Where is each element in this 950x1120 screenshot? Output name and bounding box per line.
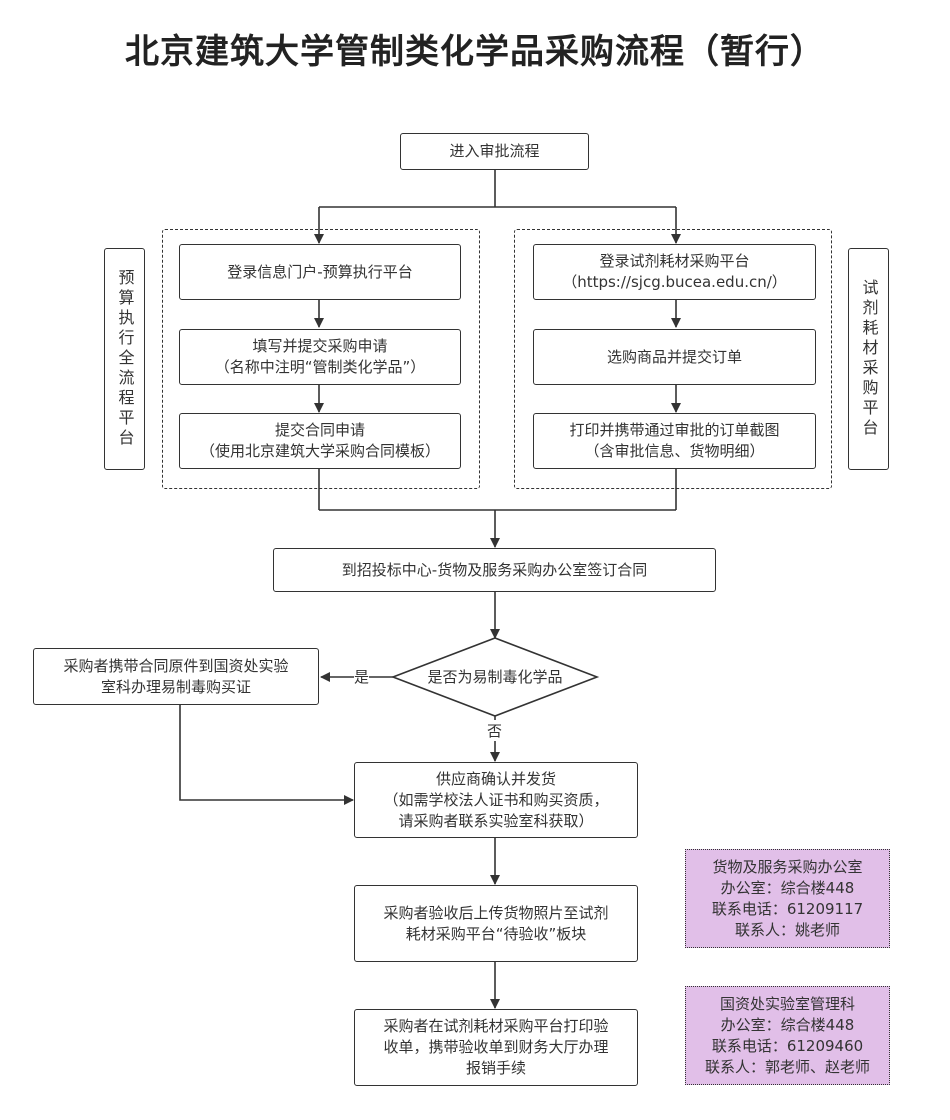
contact-line: 办公室：综合楼448: [720, 1015, 855, 1034]
right-step-3: 打印并携带通过审批的订单截图 （含审批信息、货物明细）: [533, 413, 816, 469]
start-node: 进入审批流程: [400, 133, 589, 170]
contact-line: 货物及服务采购办公室: [712, 857, 863, 876]
sign-contract-node: 到招投标中心-货物及服务采购办公室签订合同: [273, 548, 716, 592]
decision-no-label: 否: [487, 720, 503, 741]
yes-branch-line: 室科办理易制毒购买证: [100, 677, 251, 696]
accept-node: 采购者验收后上传货物照片至试剂 耗材采购平台“待验收”板块: [354, 885, 638, 962]
left-step-3: 提交合同申请 （使用北京建筑大学采购合同模板）: [179, 413, 461, 469]
decision-question: 是否为易制毒化学品: [427, 668, 563, 686]
reimburse-node-line: 采购者在试剂耗材采购平台打印验: [383, 1017, 609, 1035]
contact-line: 联系人：郭老师、赵老师: [704, 1057, 870, 1076]
ship-node-line: 请采购者联系实验室科获取）: [398, 811, 594, 830]
ship-node-line: 供应商确认并发货: [435, 769, 556, 788]
reimburse-node: 采购者在试剂耗材采购平台打印验 收单，携带验收单到财务大厅办理 报销手续: [354, 1009, 638, 1086]
left-step-2-line: 填写并提交采购申请: [252, 337, 388, 355]
left-step-1-line: 登录信息门户-预算执行平台: [227, 262, 413, 281]
decision-diamond: [390, 637, 600, 717]
left-lane-group: [162, 229, 480, 489]
right-lane-label-text: 试剂耗材采购平台: [859, 279, 879, 439]
contact-line: 联系电话：61209117: [711, 899, 864, 918]
contact-box-procurement-office: 货物及服务采购办公室 办公室：综合楼448 联系电话：61209117 联系人：…: [685, 849, 890, 948]
connector-yes-to-ship: [179, 705, 354, 805]
right-lane-label: 试剂耗材采购平台: [848, 248, 889, 470]
left-step-3-line: 提交合同申请: [274, 421, 365, 439]
right-step-1: 登录试剂耗材采购平台 （https://sjcg.bucea.edu.cn/）: [533, 244, 816, 300]
start-node-text: 进入审批流程: [449, 142, 540, 160]
left-step-2-line: （名称中注明“管制类化学品”）: [214, 358, 426, 376]
left-step-3-line: （使用北京建筑大学采购合同模板）: [199, 442, 440, 460]
left-lane-label: 预算执行全流程平台: [104, 248, 145, 470]
ship-node: 供应商确认并发货 （如需学校法人证书和购买资质， 请采购者联系实验室科获取）: [354, 762, 638, 838]
right-lane-group: [514, 229, 832, 489]
ship-node-line: （如需学校法人证书和购买资质，: [383, 790, 609, 809]
right-step-2-line: 选购商品并提交订单: [606, 347, 742, 366]
accept-node-line: 采购者验收后上传货物照片至试剂: [383, 903, 609, 922]
left-lane-label-text: 预算执行全流程平台: [115, 269, 135, 449]
contact-line: 联系电话：61209460: [711, 1036, 864, 1055]
decision-yes-label: 是: [354, 666, 370, 687]
yes-branch-node: 采购者携带合同原件到国资处实验 室科办理易制毒购买证: [33, 648, 319, 705]
contact-line: 联系人：姚老师: [734, 920, 840, 939]
page-title: 北京建筑大学管制类化学品采购流程（暂行）: [125, 32, 825, 72]
right-step-3-line: （含审批信息、货物明细）: [584, 442, 765, 460]
yes-branch-line: 采购者携带合同原件到国资处实验: [63, 656, 289, 675]
sign-contract-text: 到招投标中心-货物及服务采购办公室签订合同: [341, 560, 648, 579]
accept-node-line: 耗材采购平台“待验收”板块: [405, 924, 587, 943]
reimburse-node-line: 报销手续: [465, 1059, 526, 1077]
contact-line: 国资处实验室管理科: [719, 994, 855, 1013]
left-step-1: 登录信息门户-预算执行平台: [179, 244, 461, 300]
right-step-1-line: （https://sjcg.bucea.edu.cn/）: [562, 273, 787, 291]
right-step-2: 选购商品并提交订单: [533, 329, 816, 385]
right-step-1-line: 登录试剂耗材采购平台: [599, 252, 750, 270]
reimburse-node-line: 收单，携带验收单到财务大厅办理: [383, 1038, 609, 1056]
left-step-2: 填写并提交采购申请 （名称中注明“管制类化学品”）: [179, 329, 461, 385]
contact-box-lab-management: 国资处实验室管理科 办公室：综合楼448 联系电话：61209460 联系人：郭…: [685, 986, 890, 1085]
contact-line: 办公室：综合楼448: [720, 878, 855, 897]
right-step-3-line: 打印并携带通过审批的订单截图: [569, 421, 780, 439]
